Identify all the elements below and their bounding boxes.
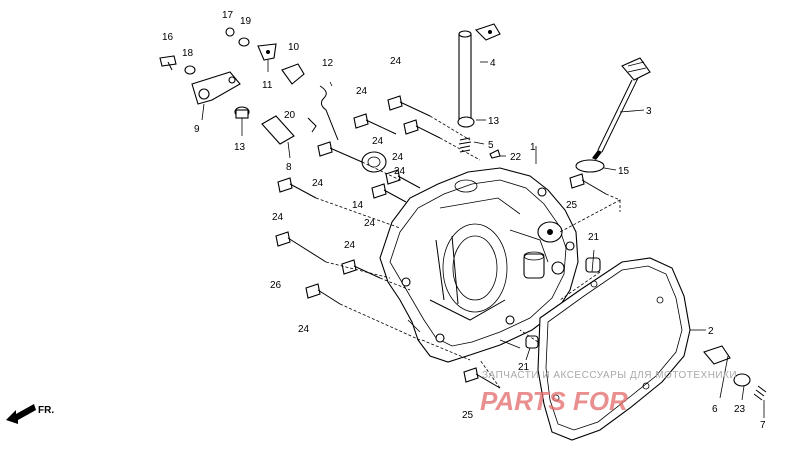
callout-26: 26 — [270, 280, 282, 291]
callouts: 1 2 3 4 5 6 7 8 9 10 11 12 13 13 14 15 1… — [162, 10, 766, 431]
front-direction-indicator: FR. — [6, 404, 54, 424]
callout-25-lower: 25 — [462, 410, 474, 421]
callout-24-g: 24 — [364, 218, 376, 229]
callout-18: 18 — [182, 48, 194, 59]
callout-21-bottom: 21 — [518, 362, 530, 373]
callout-21-right: 21 — [588, 232, 600, 243]
callout-24-d: 24 — [392, 152, 404, 163]
callout-12: 12 — [322, 58, 334, 69]
callout-7: 7 — [760, 420, 766, 431]
callout-24-j: 24 — [298, 324, 310, 335]
callout-3: 3 — [646, 106, 652, 117]
callout-19: 19 — [240, 16, 252, 27]
leader-lines — [201, 60, 765, 418]
callout-24-a: 24 — [390, 56, 402, 67]
watermark-text: ЗАПЧАСТИ И АКСЕССУАРЫ ДЛЯ МОТОТЕХНИКИ — [482, 370, 737, 381]
callout-24-c: 24 — [372, 136, 384, 147]
watermark: ЗАПЧАСТИ И АКСЕССУАРЫ ДЛЯ МОТОТЕХНИКИ PA… — [480, 370, 737, 416]
callout-23: 23 — [734, 404, 746, 415]
callout-24-h: 24 — [272, 212, 284, 223]
callout-24-f: 24 — [394, 166, 406, 177]
direction-label: FR. — [38, 405, 54, 416]
callout-11: 11 — [262, 80, 273, 91]
crankcase-cover — [379, 167, 579, 363]
callout-4: 4 — [490, 58, 496, 69]
callout-1: 1 — [530, 142, 536, 153]
callout-8: 8 — [286, 162, 292, 173]
small-parts — [159, 27, 767, 401]
front-arrow-icon — [6, 404, 36, 424]
push-rod — [458, 23, 501, 121]
callout-6: 6 — [712, 404, 718, 415]
alignment-lines — [315, 115, 621, 389]
callout-24-e: 24 — [312, 178, 324, 189]
callout-22: 22 — [510, 152, 522, 163]
callout-25-upper: 25 — [566, 200, 578, 211]
callout-20: 20 — [284, 110, 296, 121]
callout-24-i: 24 — [344, 240, 356, 251]
callout-10: 10 — [288, 42, 300, 53]
callout-16: 16 — [162, 32, 174, 43]
callout-17: 17 — [222, 10, 234, 21]
callout-13-left: 13 — [234, 142, 246, 153]
callout-9: 9 — [194, 124, 200, 135]
callout-5: 5 — [488, 140, 494, 151]
callout-14: 14 — [352, 200, 364, 211]
cover-gasket — [537, 257, 691, 441]
oil-dipstick — [575, 57, 651, 173]
callout-13-right: 13 — [488, 116, 500, 127]
bolts — [275, 95, 607, 389]
watermark-logo: PARTS FOR — [480, 386, 628, 416]
callout-15: 15 — [618, 166, 630, 177]
callout-2: 2 — [708, 326, 714, 337]
callout-24-b: 24 — [356, 86, 368, 97]
